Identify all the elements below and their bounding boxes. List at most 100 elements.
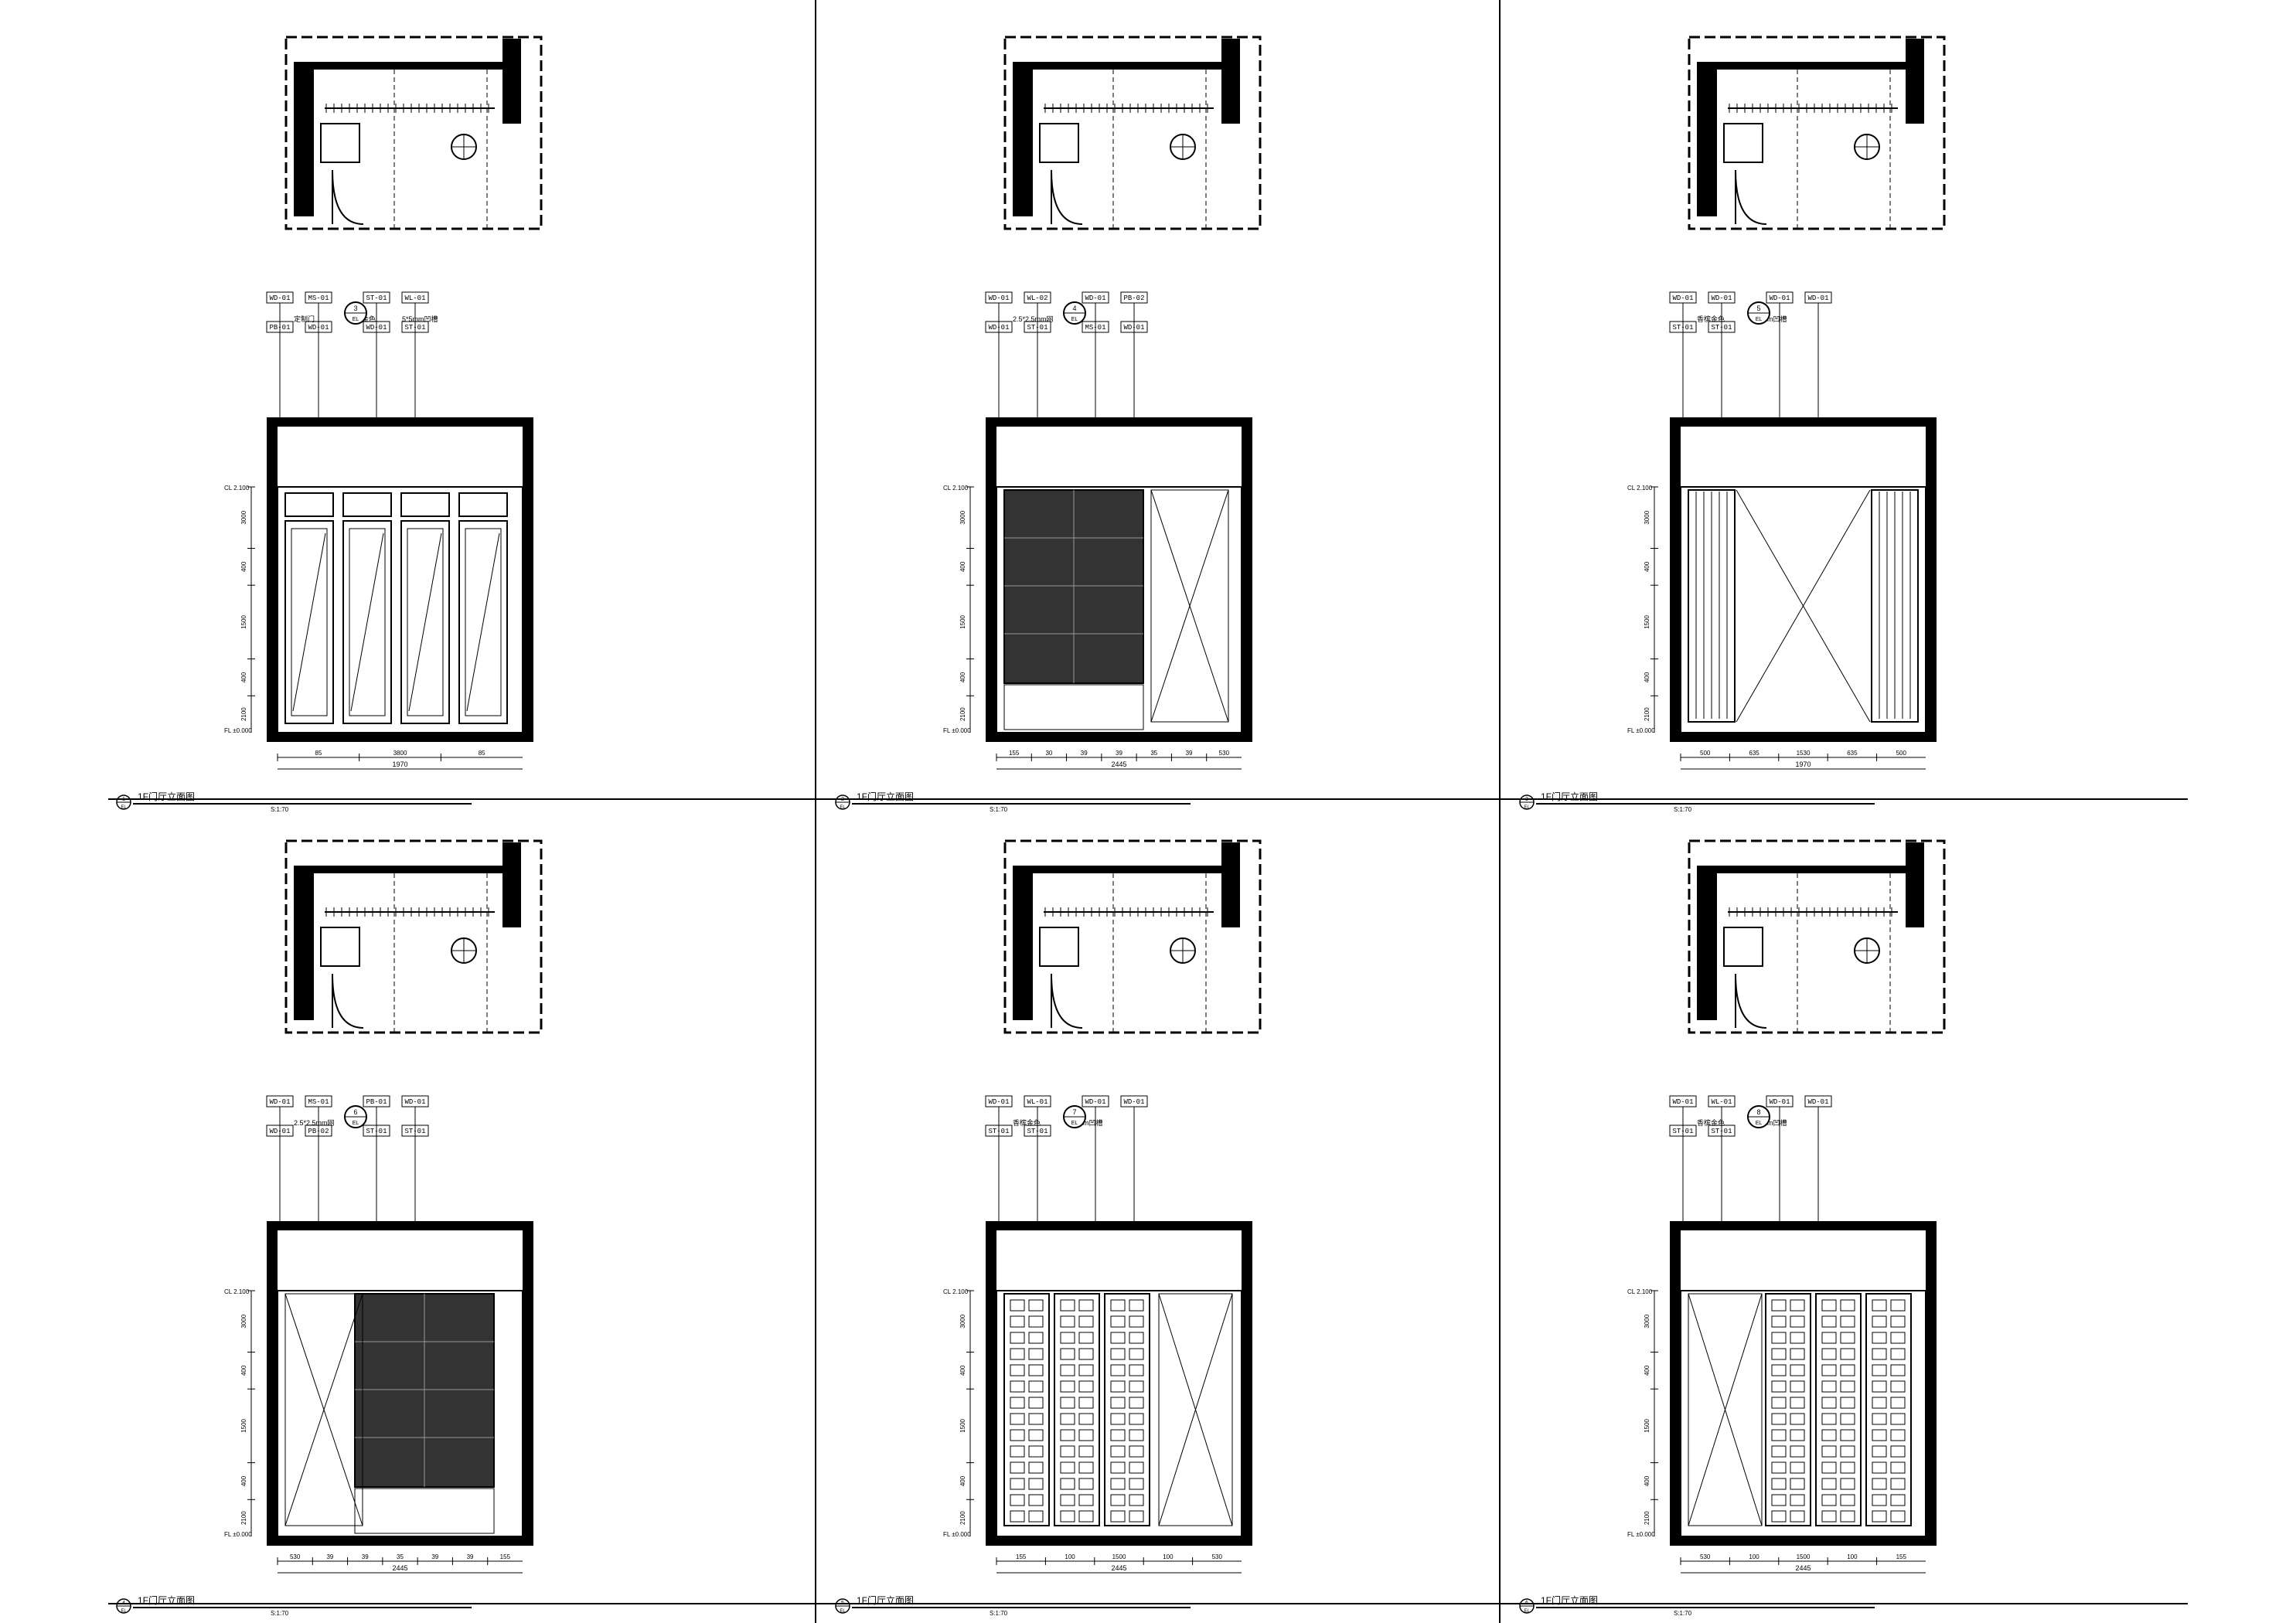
- lattice-panel: [1865, 1293, 1912, 1526]
- horizontal-dimension-value: 155: [1896, 1553, 1907, 1560]
- lattice-cell: [1890, 1397, 1906, 1409]
- ceiling-level-label: CL 2.100: [1627, 485, 1653, 492]
- lattice-cell: [1060, 1494, 1075, 1506]
- material-tag-label: WL-01: [1711, 1098, 1732, 1106]
- glass-hatch: [466, 532, 500, 712]
- lattice-cell: [1771, 1510, 1787, 1523]
- plan-outline: [1688, 839, 1946, 1034]
- horizontal-dimension-value: 39: [467, 1553, 474, 1560]
- lattice-cell: [1771, 1429, 1787, 1441]
- horizontal-dimension-value: 1500: [1112, 1553, 1126, 1560]
- callout-number: 6: [353, 1108, 357, 1116]
- plan-view: [284, 839, 543, 1034]
- lattice-cell: [1028, 1494, 1044, 1506]
- left-wall: [1670, 1221, 1681, 1546]
- lattice-cell: [1771, 1478, 1787, 1490]
- lattice-cell: [1060, 1461, 1075, 1474]
- floor-level-label: FL ±0.000: [224, 1531, 252, 1538]
- overall-width-value: 2445: [1111, 760, 1126, 768]
- material-tag-label: WL-01: [404, 294, 425, 302]
- plan-wall-left: [294, 62, 314, 216]
- plan-wall-right: [1906, 39, 1924, 124]
- lattice-cell: [1028, 1461, 1044, 1474]
- door-glass: [465, 528, 502, 716]
- callout-number: 7: [1072, 1108, 1076, 1116]
- vertical-dimension-value: 400: [959, 672, 966, 682]
- title-index-number: 4: [122, 1601, 125, 1606]
- floor-slab: [267, 1536, 533, 1546]
- material-tag-label: WL-02: [1027, 294, 1048, 302]
- lattice-cell: [1890, 1461, 1906, 1474]
- lattice-cell: [1129, 1315, 1144, 1328]
- vertical-dimension-value: 2100: [240, 707, 247, 721]
- lattice-cell: [1890, 1348, 1906, 1360]
- lattice-cell: [1840, 1510, 1855, 1523]
- elevation-opening: [277, 486, 523, 733]
- vertical-dimension-value: 400: [959, 1475, 966, 1486]
- elevation-opening: [277, 1290, 523, 1537]
- lattice-cell: [1771, 1348, 1787, 1360]
- horizontal-dimension-value: 39: [431, 1553, 438, 1560]
- lattice-cell: [1129, 1478, 1144, 1490]
- lattice-cell: [1821, 1348, 1837, 1360]
- lattice-cell: [1790, 1413, 1805, 1425]
- material-tag-label: PB-01: [269, 324, 290, 332]
- lattice-cell: [1790, 1380, 1805, 1393]
- vertical-dimension-value: 400: [1644, 1475, 1650, 1486]
- lattice-cell: [1060, 1429, 1075, 1441]
- lattice-cell: [1078, 1348, 1094, 1360]
- lattice-cell: [1060, 1348, 1075, 1360]
- plan-wall-left: [1697, 866, 1717, 1020]
- material-tag-label: WD-01: [1769, 1098, 1790, 1106]
- floor-level-label: FL ±0.000: [943, 1531, 971, 1538]
- drawing-scale: S:1:70: [1674, 806, 1692, 813]
- section-callout: 8EL: [1747, 1105, 1770, 1128]
- callout-sheet: EL: [1756, 317, 1763, 322]
- horizontal-dimension-value: 39: [1186, 750, 1193, 757]
- lattice-panel: [1054, 1293, 1100, 1526]
- lattice-cell: [1771, 1364, 1787, 1376]
- plan-wall-left: [1013, 866, 1033, 1020]
- material-note: 5*5mm凹槽: [1751, 315, 1787, 323]
- door-transom: [342, 492, 392, 517]
- lattice-cell: [1890, 1380, 1906, 1393]
- material-note: 5*5mm凹槽: [1067, 1118, 1103, 1127]
- lattice-cell: [1110, 1348, 1126, 1360]
- wall-panel-cross: [1158, 1293, 1233, 1526]
- door-transom: [400, 492, 450, 517]
- plan-outline: [284, 36, 543, 230]
- lattice-cell: [1840, 1380, 1855, 1393]
- lattice-cell: [1110, 1299, 1126, 1312]
- elevation-view: CL 2.100 FL ±0.000: [224, 1221, 533, 1546]
- overall-width-value: 2445: [392, 1564, 407, 1572]
- lattice-cell: [1872, 1348, 1887, 1360]
- material-tag-label: MS-01: [308, 294, 329, 302]
- horizontal-dimension-value: 100: [1847, 1553, 1858, 1560]
- lattice-cell: [1078, 1494, 1094, 1506]
- material-tag-label: WD-01: [308, 324, 329, 332]
- lattice-panel: [1815, 1293, 1862, 1526]
- title-index-sheet: EL: [121, 805, 127, 810]
- vertical-dimension-value: 1500: [240, 1418, 247, 1432]
- lattice-cell: [1129, 1397, 1144, 1409]
- plan-wall-right: [1221, 39, 1240, 124]
- horizontal-dimension-value: 530: [1219, 750, 1230, 757]
- door-leaf: [284, 520, 334, 724]
- ceiling-level-label: CL 2.100: [224, 1288, 250, 1295]
- wall-panel: [1688, 1293, 1763, 1526]
- elevation-opening: [996, 486, 1242, 733]
- material-tag-label: ST-01: [1027, 324, 1048, 332]
- plan-wall-top: [1717, 62, 1906, 70]
- material-tag-label: WD-01: [1123, 324, 1144, 332]
- material-tag-label: WD-01: [269, 294, 290, 302]
- overall-width-value: 2445: [1795, 1564, 1811, 1572]
- lattice-cell: [1060, 1332, 1075, 1344]
- lattice-cell: [1129, 1445, 1144, 1458]
